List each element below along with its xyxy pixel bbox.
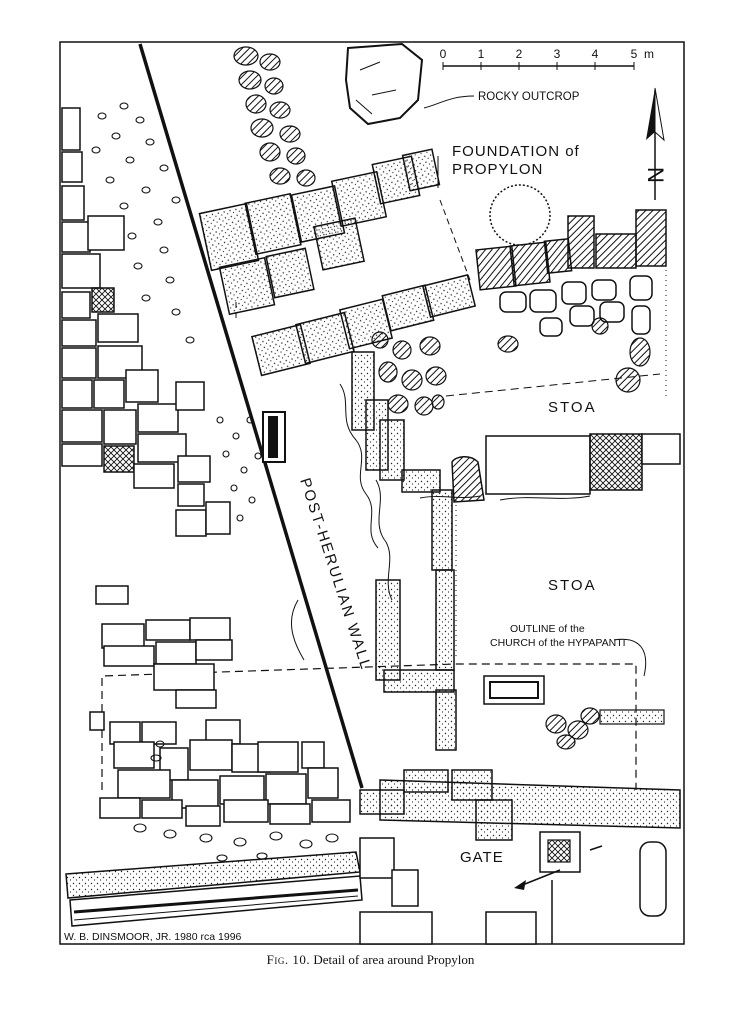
stoa-cross-wall bbox=[485, 435, 591, 495]
post-herulian-wall-label: POST-HERULIAN WALL bbox=[296, 476, 374, 673]
figure-caption-text: Detail of area around Propylon bbox=[313, 952, 475, 967]
church-south-rubble bbox=[545, 707, 600, 750]
scale-tick-0: 0 bbox=[440, 47, 447, 61]
scale-tick-2: 2 bbox=[516, 47, 523, 61]
central-rubble-stones bbox=[371, 331, 447, 416]
round-stone bbox=[489, 184, 551, 246]
scale-bar: 0 1 2 3 4 5 m bbox=[440, 47, 654, 70]
stoa-label-lower: STOA bbox=[548, 577, 597, 594]
rocky-outcrop-label: ROCKY OUTCROP bbox=[478, 91, 580, 103]
scale-tick-5: 5 bbox=[631, 47, 638, 61]
north-arrow-icon: N bbox=[643, 87, 668, 200]
foundation-label-line2: PROPYLON bbox=[452, 161, 543, 178]
church-outline-leader bbox=[613, 638, 647, 677]
stoa-rubble-stones bbox=[499, 275, 653, 337]
church-apse-block bbox=[483, 675, 545, 705]
stoa-walls bbox=[351, 351, 457, 751]
rocky-outcrop-leader bbox=[423, 95, 475, 109]
rocky-outcrop bbox=[344, 42, 424, 126]
credit-line: W. B. DINSMOOR, JR. 1980 rca 1996 bbox=[64, 931, 242, 943]
south-wall bbox=[65, 769, 681, 927]
disturbed-ground bbox=[291, 383, 591, 661]
west-masonry bbox=[61, 107, 231, 537]
figure-number: Fig. 10. bbox=[266, 952, 311, 967]
foundation-label-line1: FOUNDATION of bbox=[452, 143, 580, 160]
church-outline bbox=[101, 663, 637, 790]
gate-label: GATE bbox=[460, 849, 504, 866]
figure-caption: Fig. 10. Detail of area around Propylon bbox=[0, 952, 741, 968]
propylon-dashed-outline bbox=[235, 199, 471, 318]
church-label-line2: CHURCH of the HYPAPANTI bbox=[490, 637, 626, 649]
north-label: N bbox=[643, 167, 668, 183]
gate-arrow bbox=[519, 869, 561, 887]
scale-tick-1: 1 bbox=[478, 47, 485, 61]
stoa-dashed-line bbox=[445, 373, 661, 397]
scale-tick-4: 4 bbox=[592, 47, 599, 61]
church-label-line1: OUTLINE of the bbox=[510, 623, 585, 635]
rubble-stones-top bbox=[233, 46, 316, 187]
gate-stones bbox=[359, 831, 667, 945]
scale-tick-3: 3 bbox=[554, 47, 561, 61]
west-pebbles bbox=[91, 102, 262, 522]
scale-unit: m bbox=[644, 47, 654, 61]
stoa-north-hatched-blocks bbox=[475, 209, 667, 291]
stoa-hatched-stones bbox=[497, 317, 651, 393]
propylon-foundation bbox=[198, 148, 441, 316]
stoa-label-upper: STOA bbox=[548, 399, 597, 416]
post-herulian-wall-line bbox=[138, 43, 364, 789]
